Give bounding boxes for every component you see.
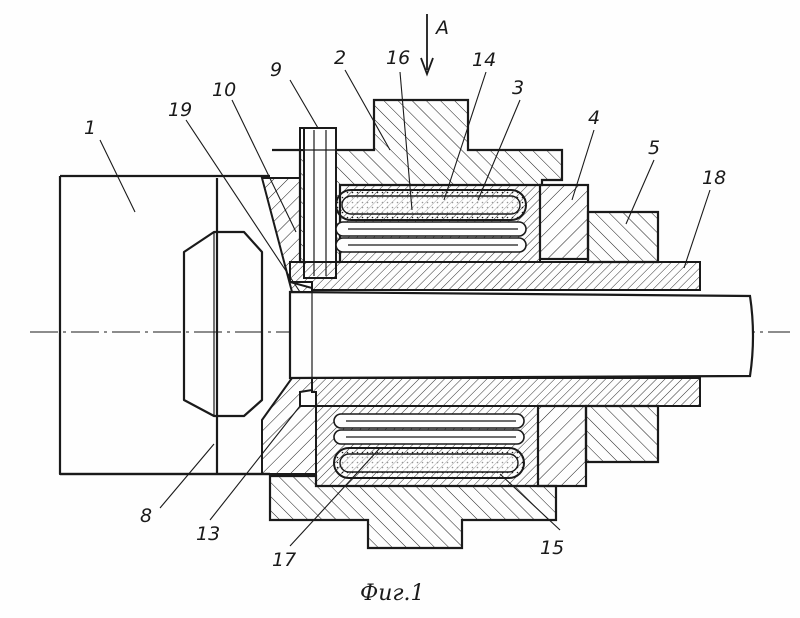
callout-17: 17	[272, 549, 296, 571]
view-arrow-label: A	[434, 17, 449, 39]
screw-part	[304, 128, 336, 278]
callout-18: 18	[702, 167, 726, 189]
callout-3: 3	[512, 77, 524, 99]
callout-10: 10	[212, 79, 236, 101]
stack-upper	[336, 185, 540, 262]
figure-caption: Фиг.1	[360, 581, 425, 606]
callout-15: 15	[540, 537, 564, 559]
callout-14: 14	[472, 49, 496, 71]
nut-upper	[588, 212, 658, 262]
callout-8: 8	[140, 505, 152, 527]
callout-13: 13	[196, 523, 220, 545]
nut-lower	[586, 406, 658, 462]
stack-lower	[316, 406, 538, 486]
callout-5: 5	[648, 137, 660, 159]
sleeve-upper	[290, 262, 700, 290]
thrust-ring-upper	[540, 185, 588, 259]
shaft-body-part	[60, 176, 270, 474]
callout-1: 1	[84, 117, 96, 139]
callout-16: 16	[386, 47, 410, 69]
callout-9: 9	[270, 59, 282, 81]
inner-shaft	[290, 292, 753, 378]
callout-19: 19	[168, 99, 192, 121]
sleeve-lower	[312, 378, 700, 406]
view-arrow-a: A	[421, 14, 449, 74]
callout-4: 4	[588, 107, 600, 129]
callout-2: 2	[334, 47, 346, 69]
thrust-ring-lower	[538, 406, 586, 486]
